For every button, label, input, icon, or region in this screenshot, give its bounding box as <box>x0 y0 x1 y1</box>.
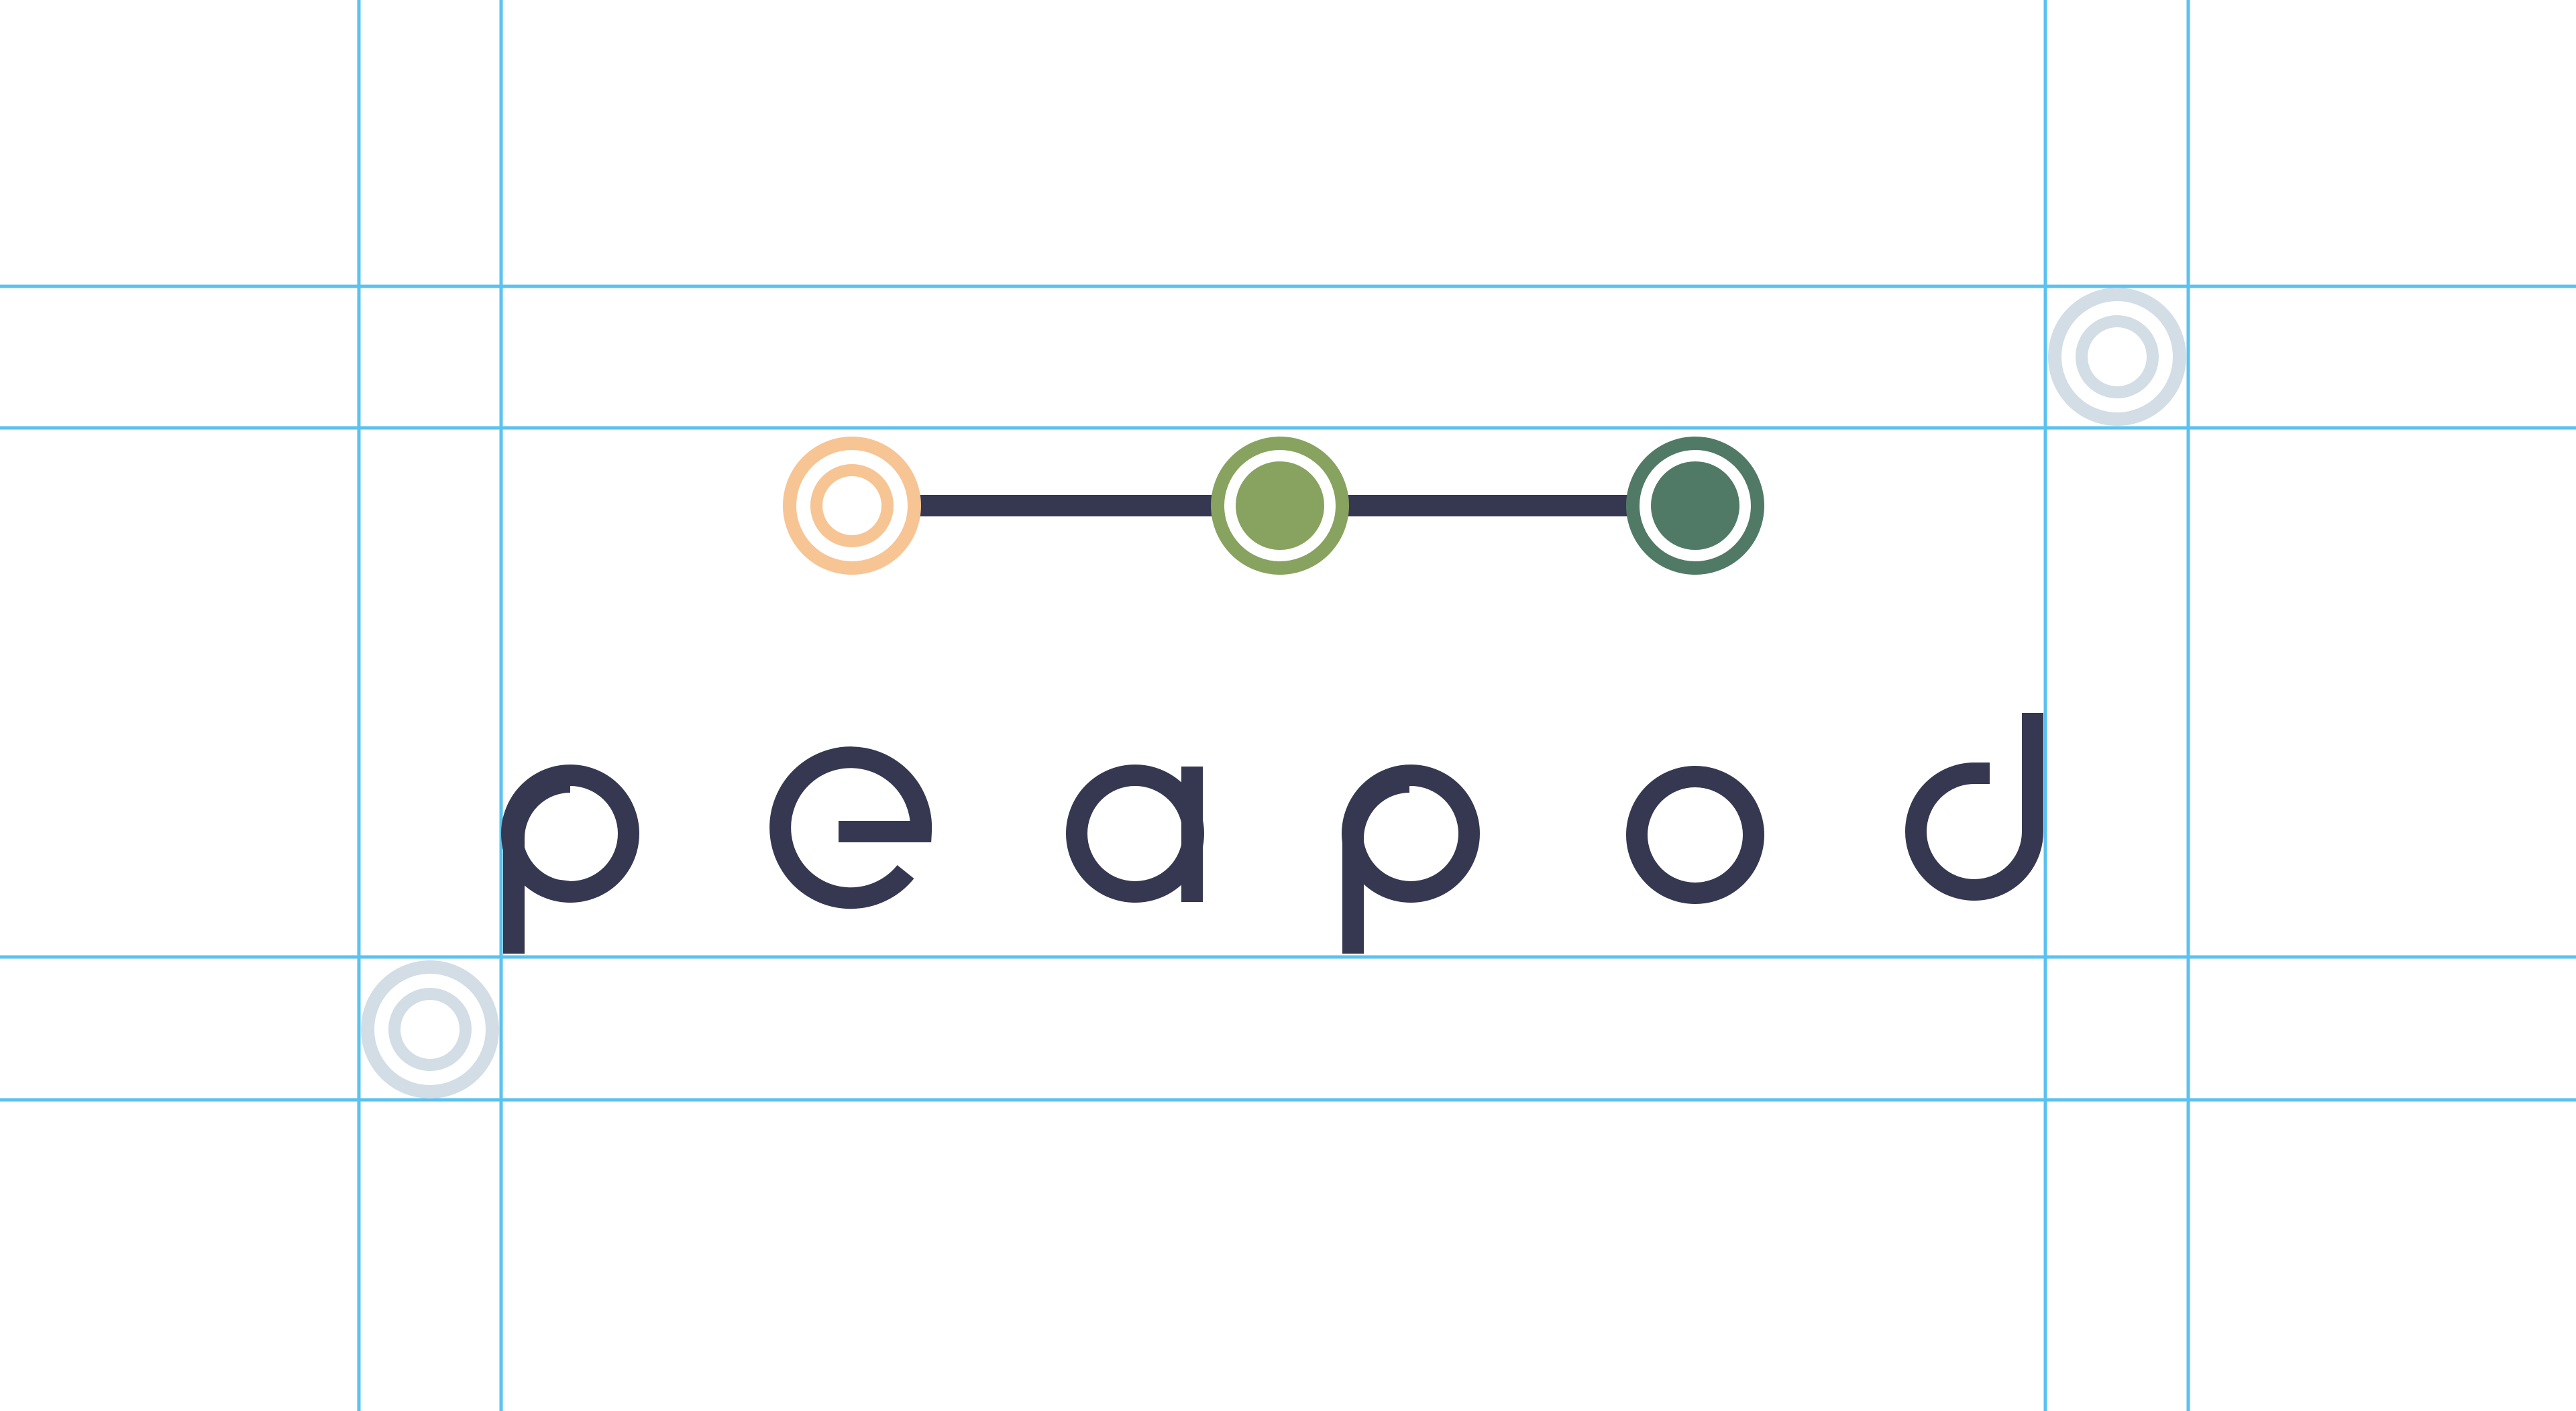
pea-fill <box>1236 461 1324 550</box>
connector-line <box>1346 495 1631 516</box>
stage-3-pea <box>1626 437 1764 575</box>
wordmark-peapod <box>501 713 2043 954</box>
clearspace-marker-bottom-left <box>361 960 499 1098</box>
connector-line <box>919 495 1214 516</box>
pea-fill <box>1651 461 1739 550</box>
letter-o <box>1626 766 1764 904</box>
letter-d <box>1905 713 2043 901</box>
marker-inner-ring <box>388 988 472 1071</box>
marker-outer-ring <box>361 960 499 1098</box>
peapod-icon <box>783 437 1764 575</box>
letter-p <box>501 765 639 954</box>
letter-e <box>769 746 932 909</box>
marker-inner-ring <box>2076 315 2159 398</box>
pea-outer-ring <box>1626 437 1764 575</box>
pea-outer-ring <box>1211 437 1349 575</box>
stage-2-pea <box>1211 437 1349 575</box>
letter-p <box>1342 765 1480 954</box>
letter-a <box>1066 765 1204 903</box>
pea-inner-ring <box>810 464 894 547</box>
pea-outer-ring <box>783 437 921 575</box>
clearspace-marker-top-right <box>2048 288 2186 426</box>
marker-outer-ring <box>2048 288 2186 426</box>
stage-1-pea <box>783 437 921 575</box>
